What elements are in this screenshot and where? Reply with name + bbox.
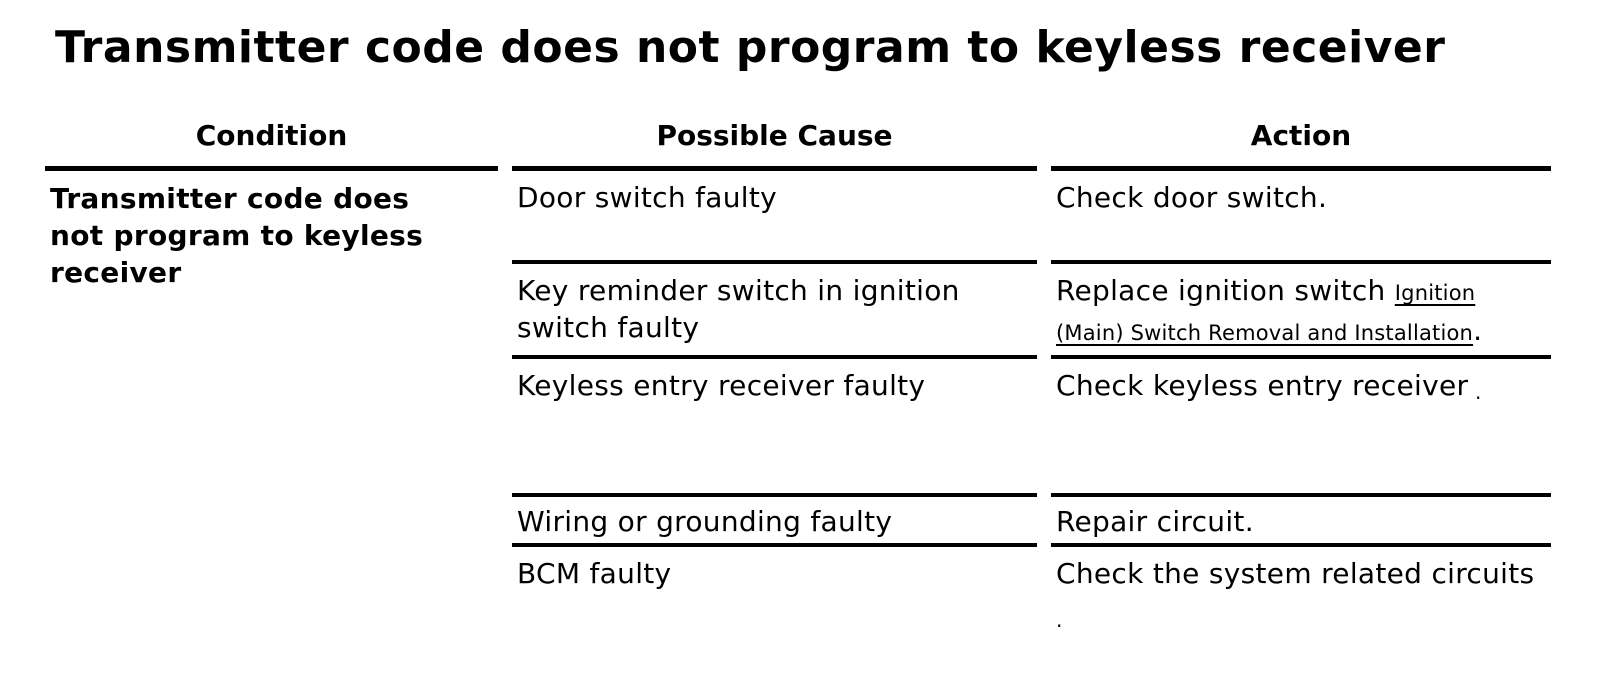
ignition-switch-removal-link[interactable]: Ignition (Main) Switch Removal and Insta… — [1056, 281, 1476, 345]
table-row: Wiring or grounding faulty Repair circui… — [45, 497, 1551, 547]
table-header-row: Condition Possible Cause Action — [45, 109, 1551, 171]
header-cell-possible-cause: Possible Cause — [512, 109, 1037, 171]
table-row: Transmitter code does not program to key… — [45, 171, 1551, 289]
page-title: Transmitter code does not program to key… — [55, 22, 1446, 73]
cause-text: Door switch faulty — [517, 181, 778, 214]
condition-cell: Transmitter code does not program to key… — [50, 182, 424, 289]
header-cell-condition: Condition — [45, 109, 498, 171]
cause-cell: Keyless entry receiver faulty — [512, 359, 1037, 497]
action-text: Check the system related circuits — [1056, 557, 1535, 590]
cause-cell: BCM faulty — [512, 547, 1037, 643]
action-cell: Check keyless entry receiver . — [1051, 359, 1551, 497]
action-cell: Check the system related circuits . — [1051, 547, 1551, 643]
table-row: BCM faulty Check the system related circ… — [45, 547, 1551, 643]
action-text: Replace ignition switch — [1056, 274, 1395, 307]
action-text: Repair circuit. — [1056, 505, 1254, 538]
action-text: Check keyless entry receiver — [1056, 369, 1469, 402]
action-small-period: . — [1056, 608, 1063, 632]
cause-cell: Key reminder switch in ignition switch f… — [512, 264, 1037, 359]
cause-cell: Wiring or grounding faulty — [512, 497, 1037, 547]
cause-text: BCM faulty — [517, 557, 672, 590]
cause-text: Key reminder switch in ignition switch f… — [517, 274, 960, 344]
action-text: Check door switch. — [1056, 181, 1328, 214]
table-row: Keyless entry receiver faulty Check keyl… — [45, 359, 1551, 497]
table-row: Key reminder switch in ignition switch f… — [45, 264, 1551, 359]
cause-text: Keyless entry receiver faulty — [517, 369, 926, 402]
action-small-period: . — [1468, 380, 1482, 404]
troubleshooting-table: Condition Possible Cause Action Transmit… — [31, 109, 1565, 643]
document-page: Transmitter code does not program to key… — [0, 22, 1600, 684]
action-suffix: . — [1473, 314, 1483, 347]
header-cell-action: Action — [1051, 109, 1551, 171]
action-cell: Replace ignition switch Ignition (Main) … — [1051, 264, 1551, 359]
cause-text: Wiring or grounding faulty — [517, 505, 893, 538]
cause-cell: Door switch faulty — [512, 171, 1037, 264]
action-cell: Check door switch. — [1051, 171, 1551, 264]
action-cell: Repair circuit. — [1051, 497, 1551, 547]
